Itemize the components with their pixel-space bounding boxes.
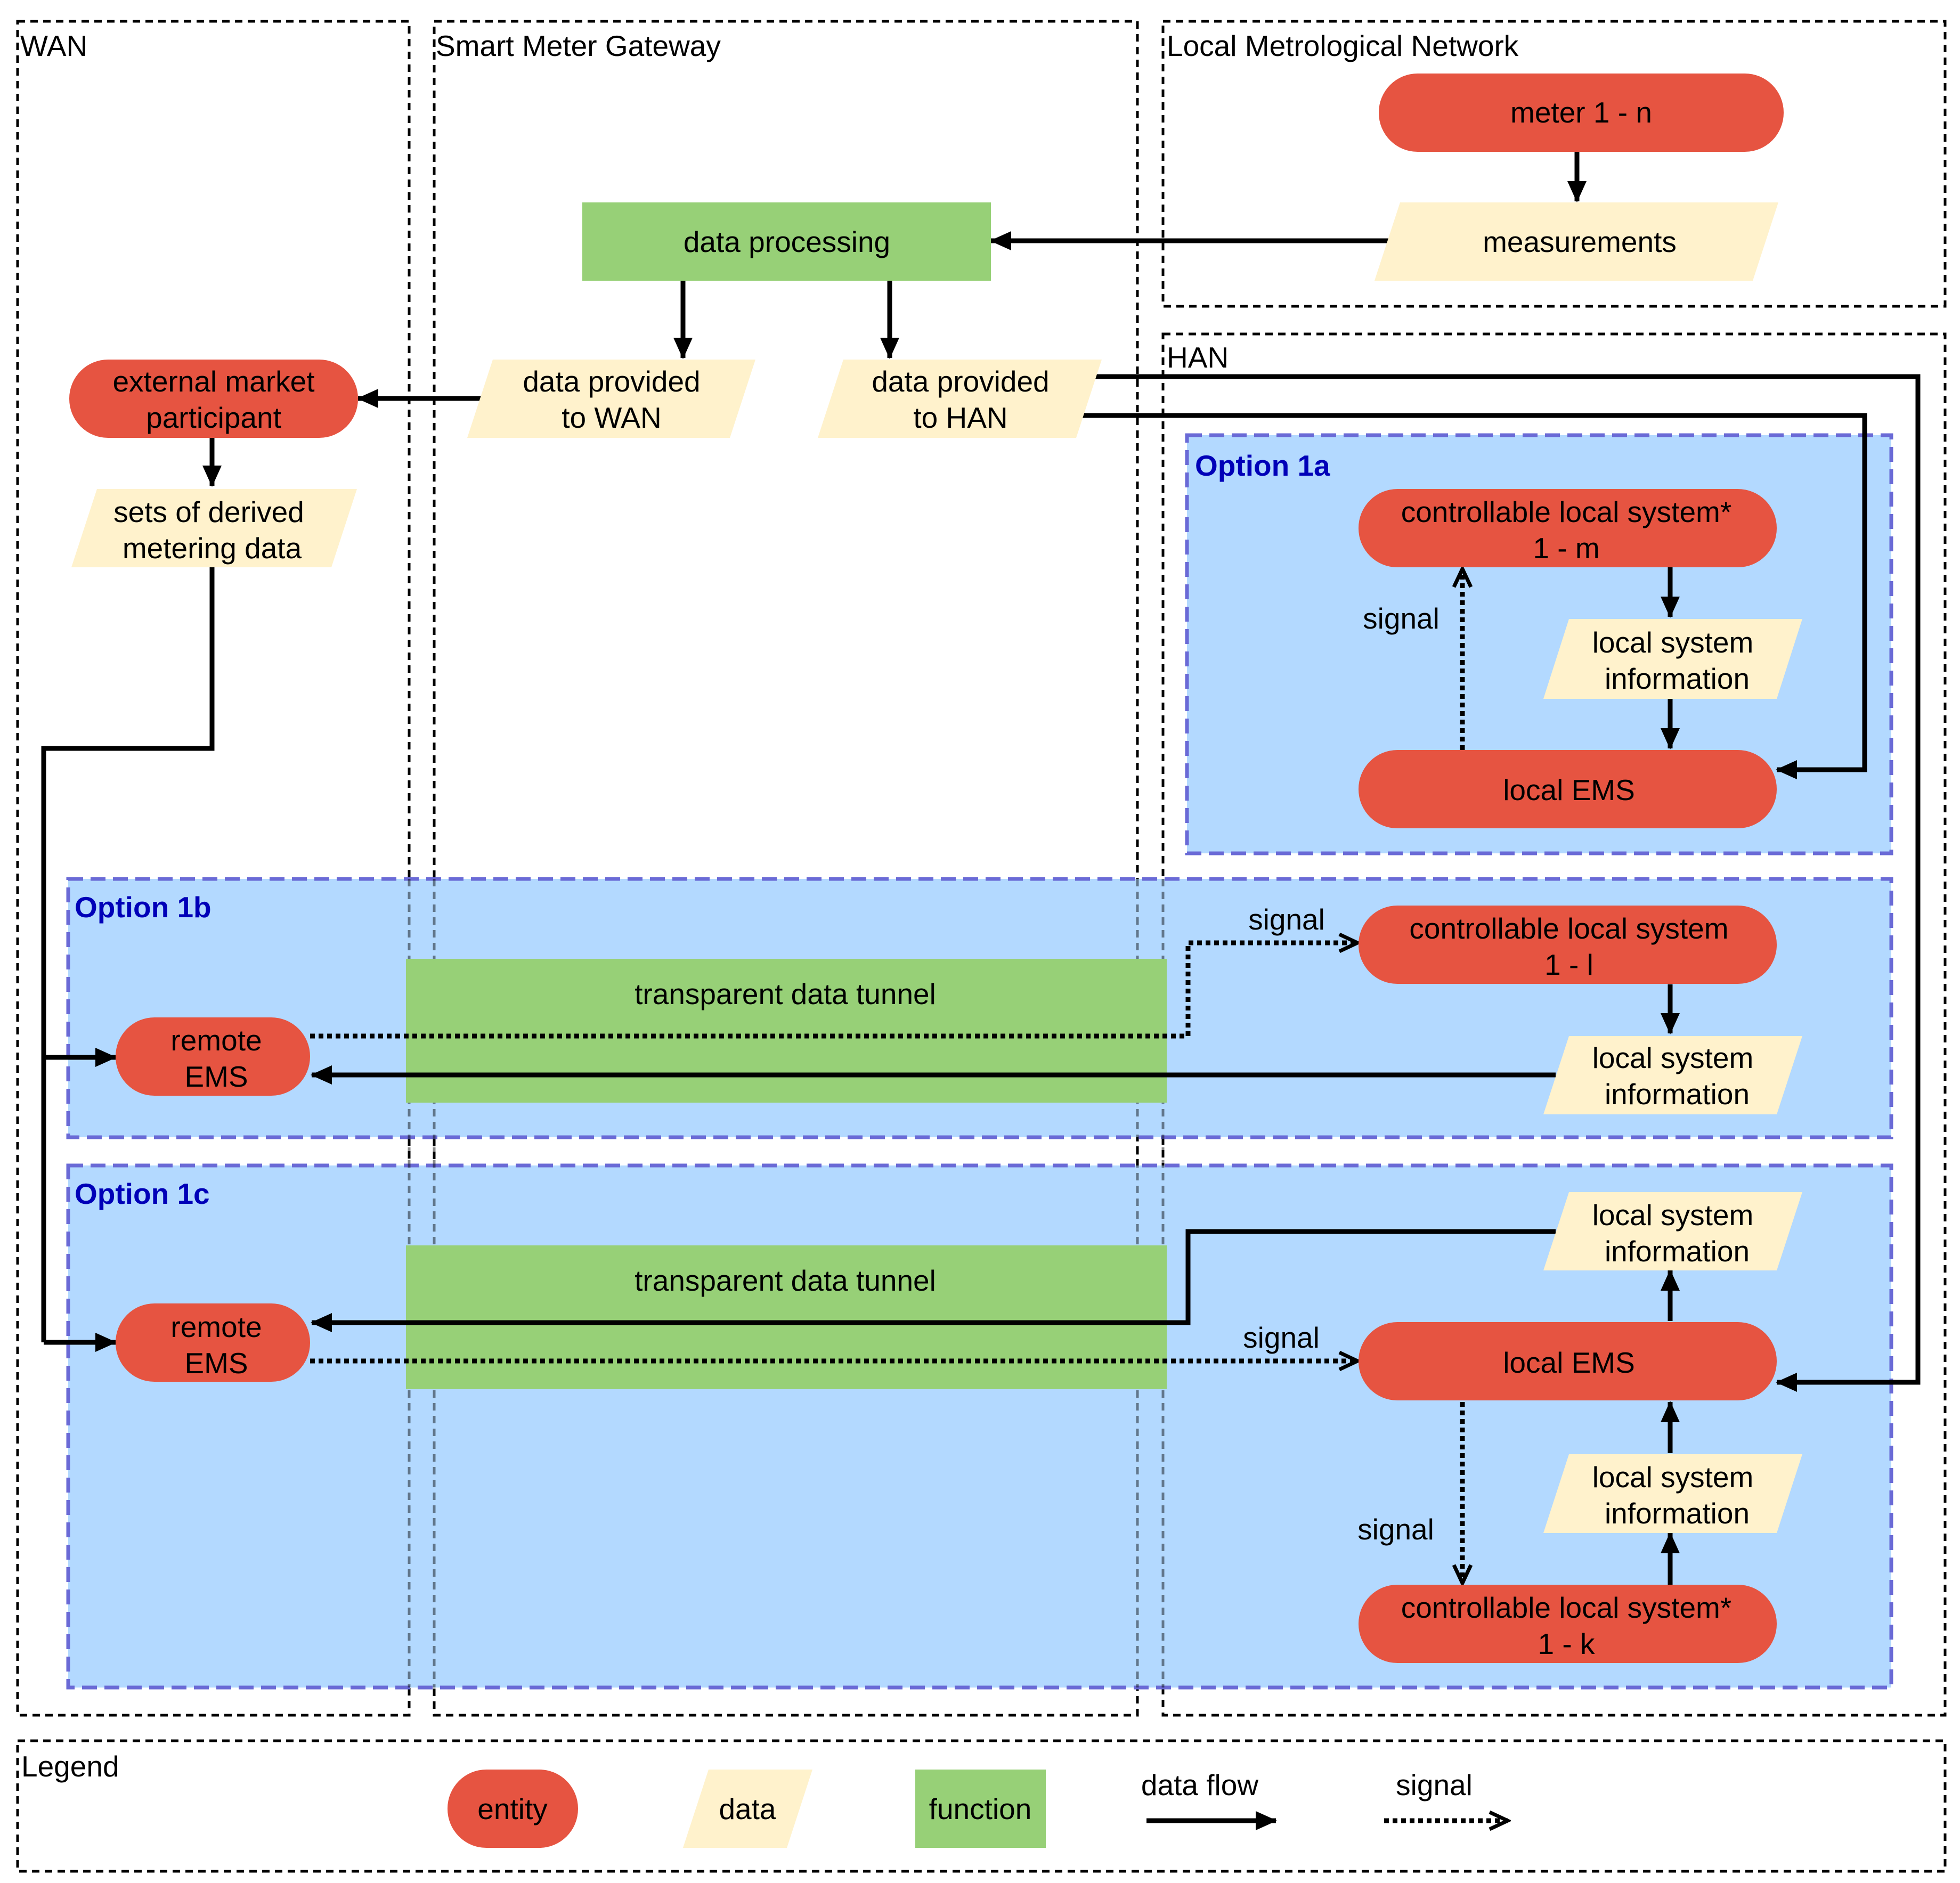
edges xyxy=(41,152,1921,1585)
derived-data-node: sets of derived metering data xyxy=(71,489,357,567)
cls-1c-node: controllable local system* 1 - k xyxy=(1359,1585,1777,1663)
legend-signal: signal xyxy=(1384,1768,1508,1821)
zone-han-title: HAN xyxy=(1167,341,1229,374)
external-market-line-1: external market xyxy=(112,365,314,398)
legend-signal-label: signal xyxy=(1396,1768,1473,1802)
lsi-1b-line-1: local system xyxy=(1592,1041,1754,1074)
ems-1a-node: local EMS xyxy=(1359,750,1777,828)
remote-ems-1c-line-2: EMS xyxy=(184,1347,248,1380)
tunnel-1b: transparent data tunnel xyxy=(406,959,1167,1103)
zone-gateway-title: Smart Meter Gateway xyxy=(436,29,721,62)
lsi-1c-top-node: local system information xyxy=(1543,1192,1802,1270)
edge-derived-to-remote-ems xyxy=(41,567,215,1342)
lsi-1c-mid-line-1: local system xyxy=(1592,1461,1754,1494)
external-market-line-2: participant xyxy=(146,401,281,434)
derived-data-line-1: sets of derived xyxy=(113,495,304,528)
data-to-han-line-2: to HAN xyxy=(913,401,1007,434)
meter-node: meter 1 - n xyxy=(1379,74,1784,152)
legend-data-flow-label: data flow xyxy=(1141,1768,1258,1802)
data-to-wan-line-2: to WAN xyxy=(562,401,661,434)
zone-wan-title: WAN xyxy=(20,29,87,62)
lsi-1a-node: local system information xyxy=(1543,619,1802,699)
signal-label-1a: signal xyxy=(1363,602,1439,635)
external-market-node: external market participant xyxy=(69,360,358,438)
signal-label-1c-bottom: signal xyxy=(1357,1513,1434,1546)
cls-1a-line-1: controllable local system* xyxy=(1401,495,1732,528)
lsi-1c-mid-node: local system information xyxy=(1543,1454,1802,1533)
cls-1b-node: controllable local system 1 - l xyxy=(1359,906,1777,984)
lsi-1c-mid-line-2: information xyxy=(1605,1497,1750,1530)
lsi-1a-line-2: information xyxy=(1605,662,1750,695)
legend-title: Legend xyxy=(21,1750,119,1783)
signal-label-1b: signal xyxy=(1248,903,1325,936)
remote-ems-1b-node: remote EMS xyxy=(116,1017,310,1096)
legend-data: data xyxy=(683,1770,812,1848)
legend-entity: entity xyxy=(448,1770,578,1848)
ems-1c-node: local EMS xyxy=(1359,1322,1777,1400)
zone-lmn-title: Local Metrological Network xyxy=(1167,29,1519,62)
edge-data-han-to-ems-1c xyxy=(1095,374,1921,1392)
data-to-wan-node: data provided to WAN xyxy=(467,360,755,438)
zone-wan: WAN xyxy=(16,20,411,1717)
edge-data-han-to-ems-1a xyxy=(1079,413,1867,779)
zone-smart-meter-gateway: Smart Meter Gateway xyxy=(433,20,1139,1717)
ems-1a-label: local EMS xyxy=(1503,773,1635,806)
tunnel-1c: transparent data tunnel xyxy=(406,1245,1167,1389)
measurements-node: measurements xyxy=(1375,202,1778,281)
zone-local-metrological-network: Local Metrological Network xyxy=(1161,20,1947,308)
remote-ems-1c-node: remote EMS xyxy=(116,1303,310,1382)
option-1c-title: Option 1c xyxy=(75,1177,210,1210)
lsi-1a-line-1: local system xyxy=(1592,626,1754,659)
data-to-han-node: data provided to HAN xyxy=(818,360,1102,438)
ems-1c-label: local EMS xyxy=(1503,1346,1635,1379)
tunnel-1b-label: transparent data tunnel xyxy=(635,977,936,1010)
lsi-1c-top-line-1: local system xyxy=(1592,1199,1754,1232)
legend: Legend entity data function data flow si… xyxy=(16,1739,1947,1873)
legend-data-label: data xyxy=(719,1792,776,1825)
cls-1b-line-1: controllable local system xyxy=(1409,912,1728,945)
data-to-han-line-1: data provided xyxy=(872,365,1049,398)
edge-lsi-1c-top-to-remote xyxy=(311,1229,1556,1332)
cls-1a-node: controllable local system* 1 - m xyxy=(1359,489,1777,567)
lsi-1b-node: local system information xyxy=(1543,1036,1802,1114)
option-1b-title: Option 1b xyxy=(75,891,212,924)
tunnel-1c-label: transparent data tunnel xyxy=(635,1264,936,1297)
cls-1b-line-2: 1 - l xyxy=(1544,948,1593,981)
signal-label-1c-top: signal xyxy=(1243,1321,1320,1354)
legend-entity-label: entity xyxy=(477,1792,548,1825)
data-processing-label: data processing xyxy=(684,225,890,258)
legend-function: function xyxy=(915,1770,1046,1848)
signal-remote-1b-to-cls xyxy=(310,943,1357,1039)
cls-1a-line-2: 1 - m xyxy=(1533,532,1599,565)
legend-data-flow: data flow xyxy=(1141,1768,1277,1830)
remote-ems-1b-line-2: EMS xyxy=(184,1060,248,1093)
measurements-label: measurements xyxy=(1483,225,1677,258)
data-processing-node: data processing xyxy=(582,202,991,281)
data-to-wan-line-1: data provided xyxy=(523,365,700,398)
cls-1c-line-2: 1 - k xyxy=(1538,1627,1595,1660)
remote-ems-1c-line-1: remote xyxy=(170,1310,262,1343)
cls-1c-line-1: controllable local system* xyxy=(1401,1591,1732,1624)
meter-label: meter 1 - n xyxy=(1510,96,1652,129)
lsi-1c-top-line-2: information xyxy=(1605,1235,1750,1268)
option-1a-title: Option 1a xyxy=(1195,449,1330,482)
legend-function-label: function xyxy=(929,1792,1032,1825)
remote-ems-1b-line-1: remote xyxy=(170,1024,262,1057)
lsi-1b-line-2: information xyxy=(1605,1078,1750,1111)
derived-data-line-2: metering data xyxy=(123,532,302,565)
